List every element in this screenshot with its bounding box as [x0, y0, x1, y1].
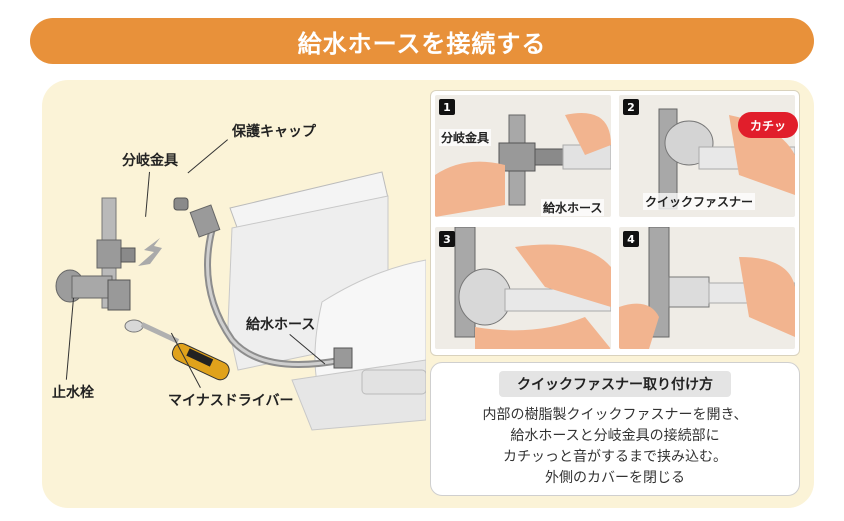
label-protective-cap: 保護キャップ: [232, 124, 316, 140]
step-3: 3: [435, 227, 611, 349]
step-number: 2: [623, 99, 639, 115]
step-number: 4: [623, 231, 639, 247]
instruction-line: 給水ホースと分岐金具の接続部に: [510, 428, 720, 444]
page-title: 給水ホースを接続する: [297, 29, 547, 58]
step-1-illustration: [435, 113, 611, 217]
click-sound-bubble: カチッ: [738, 112, 798, 138]
step-3-illustration: [454, 227, 611, 349]
step-4-illustration: [619, 227, 795, 349]
label-branch-fitting: 分岐金具: [122, 153, 178, 169]
instruction-line: 内部の樹脂製クイックファスナーを開き、: [482, 407, 748, 423]
protective-cap: [173, 197, 189, 211]
step-1: 1 分岐金具 給水ホース: [435, 95, 611, 217]
instruction-line: カチッっと音がするまで挟み込む。: [503, 449, 727, 465]
step-2-label-quick-fastener: クイックファスナー: [643, 193, 756, 210]
step-2: 2 クイックファスナー: [619, 95, 795, 217]
instructions-box: クイックファスナー取り付け方 内部の樹脂製クイックファスナーを開き、 給水ホース…: [430, 362, 800, 496]
label-screwdriver: マイナスドライバー: [168, 393, 294, 409]
step-1-label-supply-hose: 給水ホース: [541, 199, 605, 216]
toilet-installation-illustration: [55, 171, 426, 431]
step-number: 1: [439, 99, 455, 115]
toilet-illustration: [227, 171, 426, 431]
label-supply-hose: 給水ホース: [246, 317, 316, 333]
title-banner: 給水ホースを接続する: [30, 18, 814, 64]
stop-valve: [55, 269, 131, 311]
step-number: 3: [439, 231, 455, 247]
direction-arrow: [138, 238, 162, 266]
instructions-body: 内部の樹脂製クイックファスナーを開き、 給水ホースと分岐金具の接続部に カチッっ…: [431, 405, 799, 489]
instruction-line: 外側のカバーを閉じる: [545, 470, 685, 486]
step-1-label-branch-fitting: 分岐金具: [439, 129, 492, 146]
step-4: 4: [619, 227, 795, 349]
label-stop-valve: 止水栓: [52, 385, 94, 401]
instructions-title: クイックファスナー取り付け方: [499, 371, 731, 397]
flathead-screwdriver: [140, 322, 230, 381]
steps-panel: 1 分岐金具 給水ホース 2 クイックファスナー 3: [430, 90, 800, 356]
